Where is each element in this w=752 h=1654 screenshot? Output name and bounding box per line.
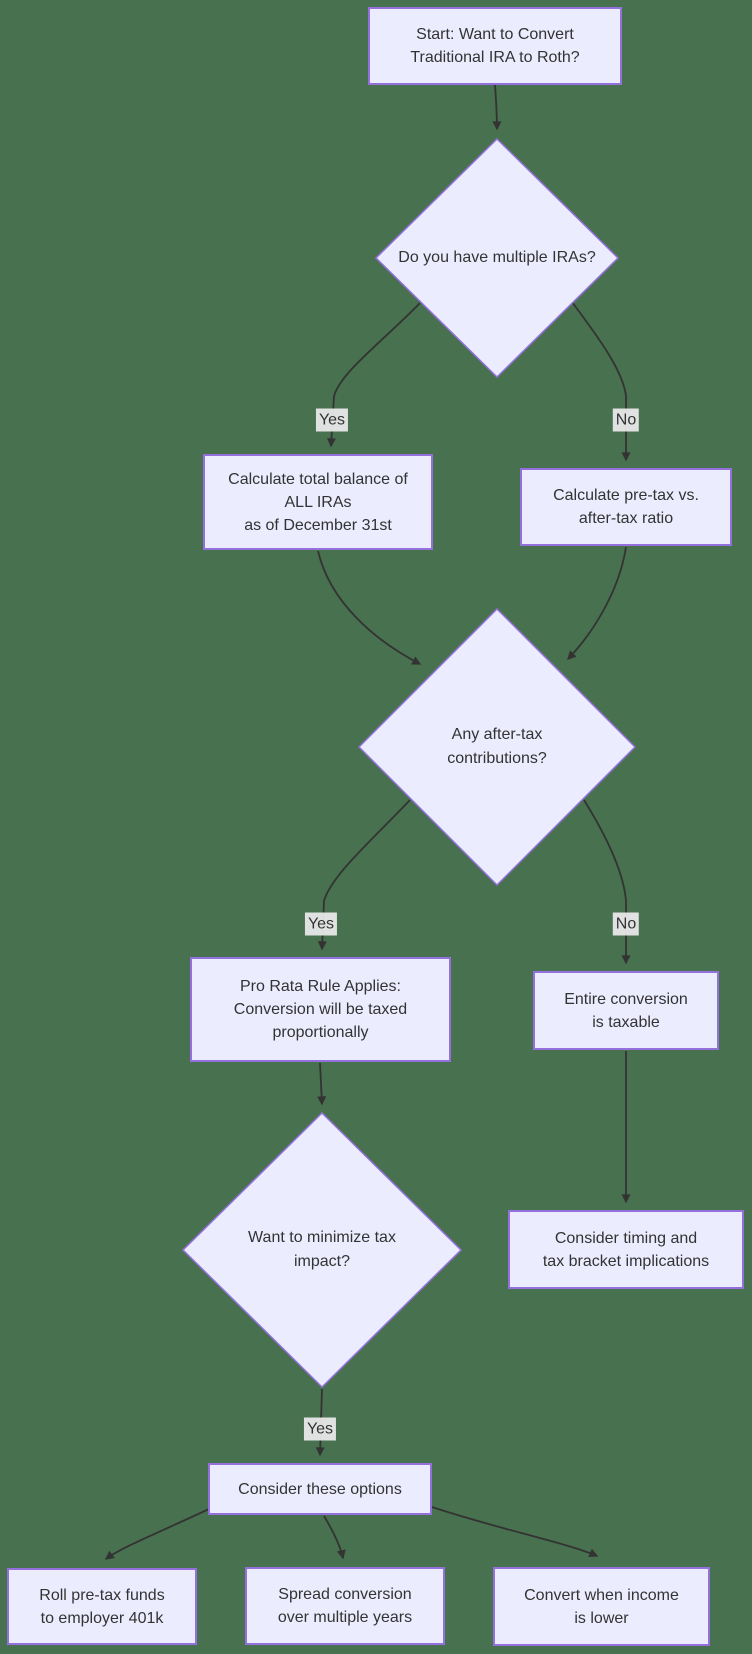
decision-minimize-tax: Want to minimize tax impact? (182, 1112, 462, 1388)
node-calc-ratio-line: Calculate pre-tax vs. (553, 487, 699, 504)
node-roll-401k-line: to employer 401k (40, 1609, 164, 1627)
decision-minimize-tax-label: Want to minimize tax impact? (248, 1229, 396, 1270)
edge-label-yes-2: Yes (304, 912, 338, 936)
decision-multiple-iras-label: Do you have multiple IRAs? (398, 249, 596, 266)
edge-calc-total-to-after-tax (317, 550, 422, 665)
decision-multiple-iras: Do you have multiple IRAs? (375, 138, 619, 378)
edge-options-to-spread (323, 1515, 346, 1560)
edge-multiple-iras-no (571, 301, 631, 462)
edge-label-no-2: No (612, 912, 640, 936)
edge-options-to-roll401k (104, 1508, 210, 1560)
node-calc-total-line: as of December 31st (244, 516, 392, 534)
node-pro-rata-line: Pro Rata Rule Applies: (240, 978, 401, 995)
node-calc-ratio-line: after-tax ratio (578, 510, 674, 527)
node-convert-low: Convert when income is lower (493, 1567, 710, 1646)
node-consider-timing-line: tax bracket implications (542, 1252, 710, 1270)
node-calc-ratio: Calculate pre-tax vs. after-tax ratio (520, 468, 732, 546)
node-calc-total: Calculate total balance of ALL IRAs as o… (203, 454, 433, 550)
edge-start-to-multiple-iras (492, 84, 502, 131)
node-pro-rata-line: Conversion will be taxed (233, 1001, 408, 1018)
node-pro-rata: Pro Rata Rule Applies: Conversion will b… (190, 957, 451, 1062)
node-entire-taxable-line: is taxable (592, 1013, 660, 1031)
edge-after-tax-yes (317, 799, 411, 951)
node-start-line: Traditional IRA to Roth? (410, 49, 580, 66)
edge-options-to-convert (431, 1506, 599, 1557)
node-roll-401k-line: Roll pre-tax funds (39, 1586, 165, 1604)
node-roll-401k: Roll pre-tax funds to employer 401k (7, 1568, 197, 1645)
node-options-line: Consider these options (238, 1480, 402, 1498)
node-convert-low-line: is lower (574, 1609, 629, 1627)
edge-multiple-iras-yes (326, 302, 421, 448)
node-spread-years: Spread conversion over multiple years (245, 1567, 445, 1645)
decision-after-tax-label: Any after-tax contributions? (447, 726, 547, 767)
decision-after-tax-contributions: Any after-tax contributions? (358, 608, 636, 886)
node-pro-rata-line: proportionally (272, 1024, 369, 1041)
node-calc-total-line: Calculate total balance of (228, 470, 408, 488)
edge-after-tax-no (583, 799, 631, 965)
node-entire-taxable-line: Entire conversion (564, 990, 688, 1008)
node-convert-low-line: Convert when income (524, 1586, 679, 1604)
node-spread-years-line: Spread conversion (278, 1586, 412, 1603)
edge-calc-ratio-to-after-tax (567, 546, 627, 660)
node-consider-timing: Consider timing and tax bracket implicat… (508, 1210, 744, 1289)
node-start-line: Start: Want to Convert (416, 26, 574, 43)
node-consider-timing-line: Consider timing and (554, 1229, 698, 1247)
node-options: Consider these options (208, 1463, 432, 1515)
node-entire-taxable: Entire conversion is taxable (533, 971, 719, 1050)
edge-label-yes-1: Yes (315, 408, 349, 432)
edge-label-no-1: No (612, 408, 640, 432)
node-calc-total-line: ALL IRAs (284, 493, 352, 511)
edge-label-yes-3: Yes (303, 1417, 337, 1441)
edge-pro-rata-to-minimize (317, 1062, 327, 1106)
node-start: Start: Want to Convert Traditional IRA t… (368, 7, 622, 85)
node-spread-years-line: over multiple years (277, 1609, 413, 1626)
